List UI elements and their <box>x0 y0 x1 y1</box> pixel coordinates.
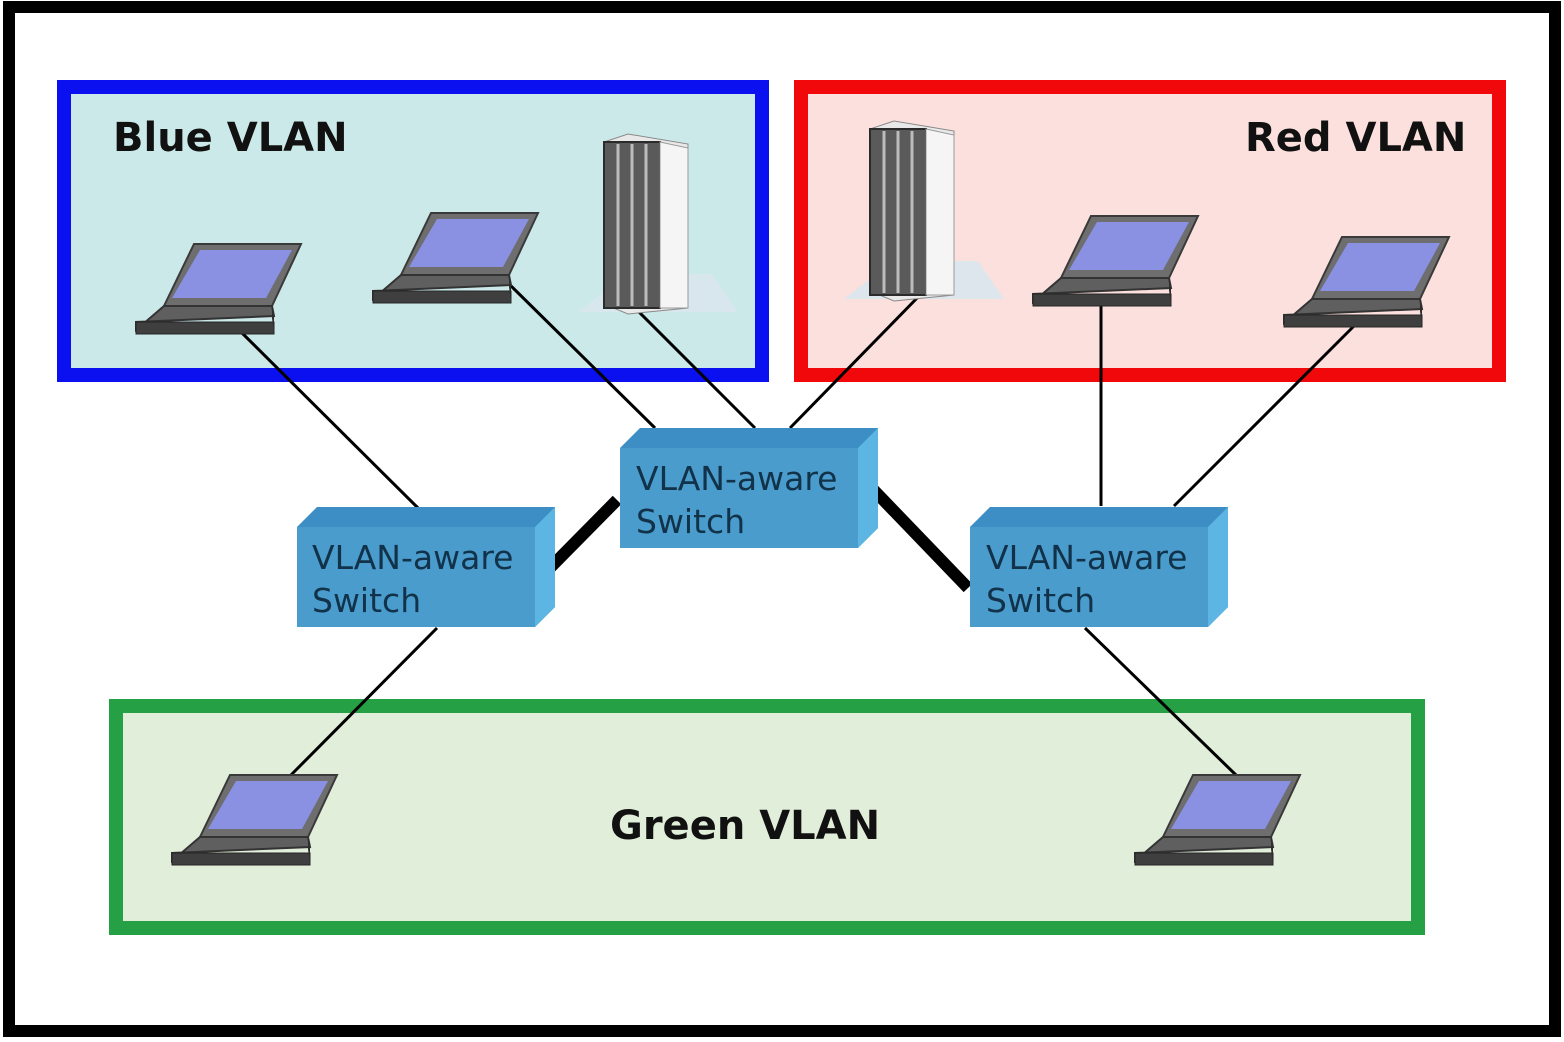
cable-green-laptop-2 <box>1083 626 1239 778</box>
switch-side <box>1208 507 1228 627</box>
cable-red-server <box>788 291 924 430</box>
red-laptop-2-icon <box>1283 236 1451 328</box>
server-side <box>925 128 955 296</box>
laptop-side <box>308 837 310 865</box>
switch-front <box>297 527 535 627</box>
red-vlan-title: Red VLAN <box>1245 115 1467 161</box>
server-side <box>659 141 689 309</box>
blue-laptop-2-icon <box>372 212 540 304</box>
switch-left-label-line2: Switch <box>312 581 422 620</box>
switch-left-label-line1: VLAN-aware <box>312 538 514 577</box>
blue-laptop-1-icon <box>135 243 303 335</box>
blue-server-icon <box>578 133 738 315</box>
laptop-side <box>1420 299 1422 327</box>
laptop-base <box>372 290 512 304</box>
red-server-icon <box>844 120 1004 302</box>
switch-left-label: VLAN-aware Switch <box>312 536 513 622</box>
laptop-side <box>1169 278 1171 306</box>
switch-left-icon <box>297 507 555 627</box>
green-vlan-title: Green VLAN <box>610 803 881 849</box>
switch-center-label-line2: Switch <box>636 502 746 541</box>
laptop-screen <box>208 781 328 829</box>
switch-side <box>535 507 555 627</box>
laptop-base <box>171 852 311 866</box>
laptop-base <box>1032 293 1172 307</box>
switch-right-icon <box>970 507 1228 627</box>
switch-front <box>970 527 1208 627</box>
switch-front <box>620 448 858 548</box>
laptop-screen <box>409 219 529 267</box>
laptop-screen <box>1320 243 1440 291</box>
switch-right-label-line1: VLAN-aware <box>986 538 1188 577</box>
cable-blue-laptop-1 <box>238 329 422 512</box>
cable-red-laptop-2 <box>1172 320 1360 508</box>
cable-blue-laptop-2 <box>506 281 657 430</box>
cable-green-laptop-1 <box>288 626 439 778</box>
switch-side <box>858 428 878 548</box>
switch-right-label: VLAN-aware Switch <box>986 536 1187 622</box>
switch-center-icon <box>620 428 878 548</box>
laptop-side <box>272 306 274 334</box>
green-laptop-1-icon <box>171 774 339 866</box>
blue-vlan-title: Blue VLAN <box>113 115 348 161</box>
green-laptop-2-icon <box>1134 774 1302 866</box>
switch-right-label-line2: Switch <box>986 581 1096 620</box>
laptop-side <box>1271 837 1273 865</box>
laptop-screen <box>172 250 292 298</box>
cable-blue-server <box>630 303 757 430</box>
laptop-side <box>509 275 511 303</box>
laptop-screen <box>1171 781 1291 829</box>
laptop-base <box>135 321 275 335</box>
switch-center-label: VLAN-aware Switch <box>636 457 837 543</box>
laptop-base <box>1134 852 1274 866</box>
switch-center-label-line1: VLAN-aware <box>636 459 838 498</box>
red-laptop-1-icon <box>1032 215 1200 307</box>
laptop-base <box>1283 314 1423 328</box>
laptop-screen <box>1069 222 1189 270</box>
trunk-center-right <box>861 477 973 593</box>
